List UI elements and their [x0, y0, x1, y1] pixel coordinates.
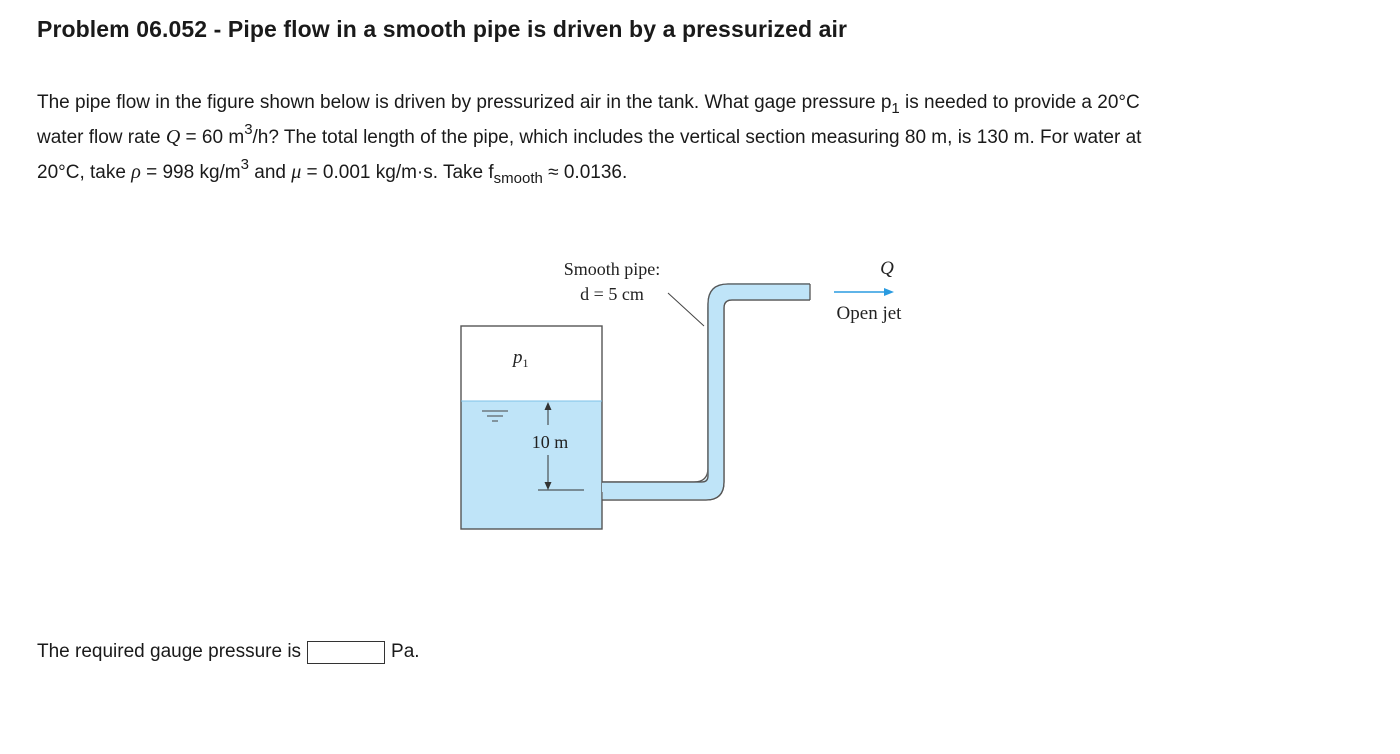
pipe-label-leader — [667, 292, 705, 327]
flow-label: Q — [880, 258, 894, 279]
pipe-label-line-1: Smooth pipe: — [564, 259, 661, 279]
depth-label: 10 m — [532, 432, 569, 452]
gauge-pressure-input[interactable] — [307, 640, 386, 664]
tank-water — [461, 401, 602, 529]
pipe-wall-2 — [602, 299, 810, 501]
pipe-flow-figure: Smooth pipe: d = 5 cm p1 10 m Q Open jet — [440, 220, 940, 560]
pressure-label: p1 — [511, 347, 529, 370]
problem-statement: The pipe flow in the figure shown below … — [37, 86, 1277, 190]
pipe-outer-wall — [602, 291, 725, 483]
answer-row: The required gauge pressure is Pa. — [37, 638, 420, 666]
problem-title: Problem 06.052 - Pipe flow in a smooth p… — [37, 16, 848, 42]
pipe-wall-1-top — [602, 283, 810, 483]
pipe-fill — [602, 292, 810, 492]
tank-outline — [460, 325, 603, 530]
pipe-water — [602, 283, 810, 500]
pipe-flow-diagram: Smooth pipe: d = 5 cm p1 10 m Q Open jet — [460, 258, 903, 530]
viscosity-symbol: μ — [291, 161, 302, 183]
problem-line-3: 20°C, take ρ = 998 kg/m3 and μ = 0.001 k… — [37, 156, 628, 187]
flow-arrow-icon — [834, 288, 894, 296]
answer-unit: Pa. — [391, 641, 420, 662]
pipe-label-line-2: d = 5 cm — [580, 284, 644, 304]
problem-line-1: The pipe flow in the figure shown below … — [37, 92, 1140, 117]
pipe-wall-2-top — [602, 299, 810, 501]
depth-dimension — [538, 402, 584, 491]
density-symbol: ρ — [131, 161, 141, 183]
jet-label: Open jet — [837, 303, 903, 324]
answer-prefix: The required gauge pressure is — [37, 641, 302, 662]
pipe-wall-1 — [602, 283, 810, 483]
problem-line-2: water flow rate Q = 60 m3/h? The total l… — [37, 121, 1142, 148]
free-surface-icon — [482, 410, 508, 422]
flow-rate-symbol: Q — [165, 126, 181, 148]
